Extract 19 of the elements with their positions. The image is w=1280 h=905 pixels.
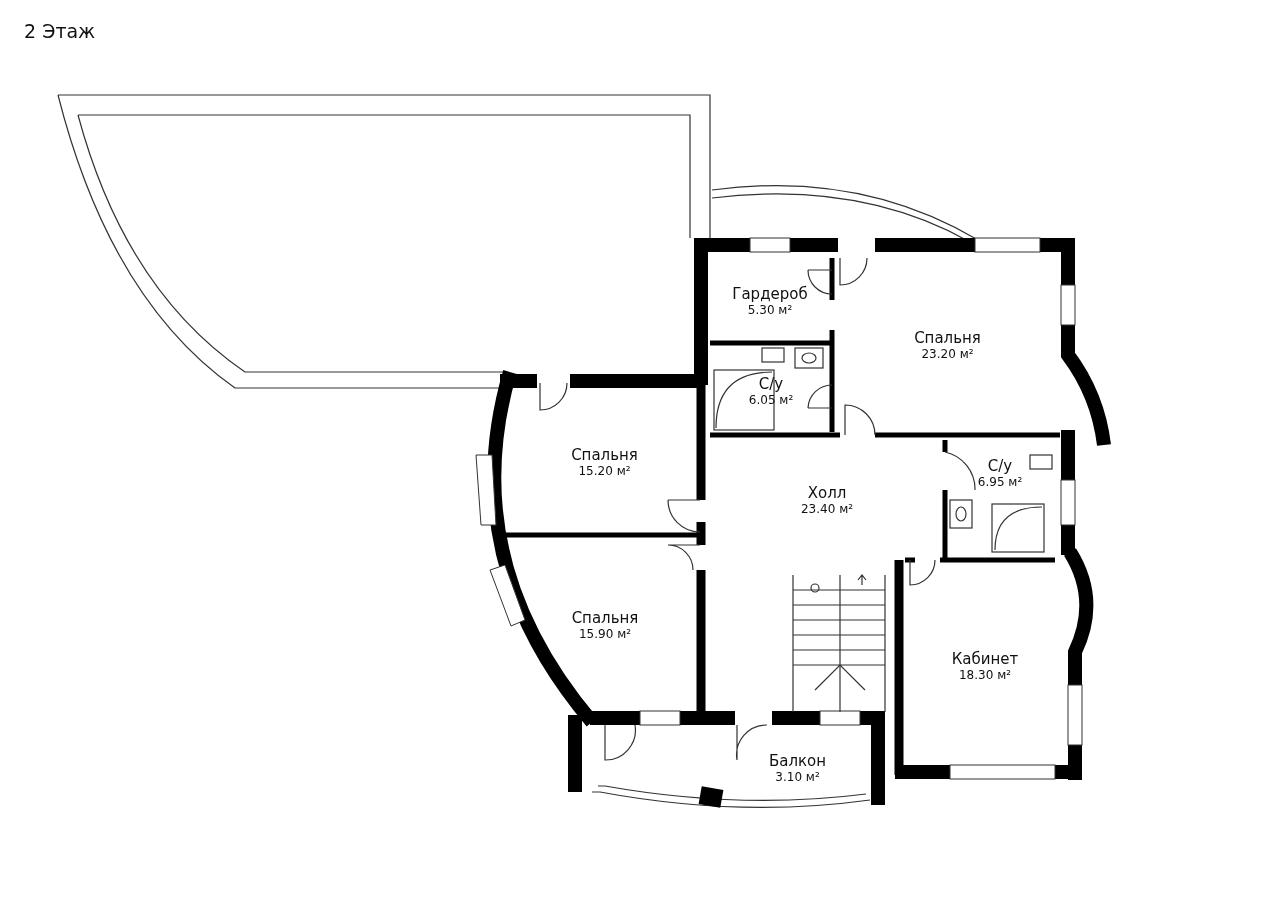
room-area: 3.10 м² xyxy=(775,770,820,784)
room-name: Кабинет xyxy=(951,649,1019,668)
room-area: 15.90 м² xyxy=(579,627,631,641)
floor-title: 2 Этаж xyxy=(24,20,96,42)
room-area: 6.95 м² xyxy=(977,475,1023,489)
room-name: Балкон xyxy=(768,752,827,770)
room-area: 23.20 м² xyxy=(921,346,974,361)
room-name: Спальня xyxy=(571,609,639,627)
room-area: 5.30 м² xyxy=(747,303,793,317)
room-area: 23.40 м² xyxy=(801,501,853,516)
room-area: 18.30 м² xyxy=(959,667,1011,682)
room-name: Гардероб xyxy=(732,285,808,303)
room-name: Холл xyxy=(807,483,847,502)
room-area: 15.20 м² xyxy=(578,464,631,478)
room-area: 6.05 м² xyxy=(748,392,794,407)
room-name: Спальня xyxy=(571,446,638,464)
room-name: С/у xyxy=(758,374,784,393)
room-name: С/у xyxy=(987,457,1013,475)
room-name: Спальня xyxy=(914,328,981,347)
